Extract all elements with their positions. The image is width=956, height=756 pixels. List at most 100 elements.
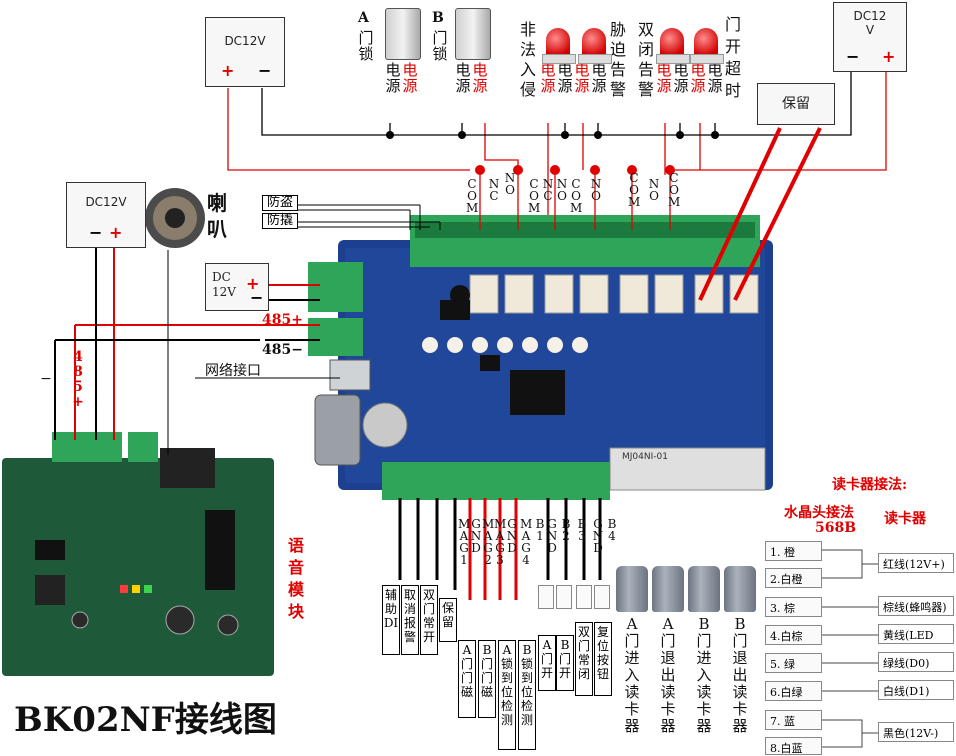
reader-b-in-label: B门进入读卡器 [696, 615, 712, 735]
power-tag-3: 电源 [455, 61, 471, 95]
relay-label: NO [556, 177, 568, 203]
anti-tamper-label: 防撬 [262, 213, 298, 229]
rs485-minus-label: 485− [262, 342, 303, 358]
wire-pin-1: 1. 橙 [765, 541, 822, 561]
reader-a-in-label: A门进入读卡器 [624, 615, 640, 735]
tag-double-close: 双门常闭 [575, 622, 593, 696]
relay-label: NC [488, 177, 500, 203]
speaker-icon [145, 188, 205, 248]
card-reader-icon [688, 566, 720, 612]
plus-sign: + [221, 61, 235, 80]
dc12v-top-right-box: DC12 V − + [833, 2, 907, 72]
lock-a-label: 门锁 [358, 29, 374, 63]
power-tag-4: 电源 [472, 61, 488, 95]
relay-label: COM [466, 177, 479, 215]
relay-label: NO [590, 177, 602, 203]
power-tag-6: 电源 [557, 61, 573, 95]
relay-label: COM [628, 171, 641, 209]
wire-color-red: 红线(12V+) [878, 553, 954, 573]
card-reader-icon [724, 566, 756, 612]
minus-sign: − [258, 61, 272, 80]
button-icon [576, 585, 592, 609]
wire-pin-3: 3. 棕 [765, 597, 822, 617]
bottom-pin: B3 [577, 517, 587, 543]
power-tag-9: 电源 [656, 61, 672, 95]
wire-color-green: 绿线(D0) [878, 652, 954, 672]
power-tag-2: 电源 [402, 61, 418, 95]
wire-pin-2: 2.白橙 [765, 568, 822, 588]
alarm-duress-label: 胁迫告警 [610, 20, 627, 99]
input-aux-di: 辅助DI [382, 585, 400, 655]
plus-sign: + [882, 47, 896, 66]
dc12v-stack-label: DC 12V [212, 270, 236, 299]
relay-label: COM [668, 171, 681, 209]
alarm-light-icon [542, 28, 576, 64]
reader-a-out-label: A门退出读卡器 [660, 615, 676, 735]
input-double-open: 双门常开 [420, 585, 438, 655]
bottom-pin: GND [470, 517, 482, 555]
wire-pin-5: 5. 绿 [765, 653, 822, 673]
button-icon [594, 585, 610, 609]
reader-col-label: 读卡器 [884, 511, 926, 527]
wire-pin-6: 6.白绿 [765, 681, 822, 701]
power-tag-1: 电源 [385, 61, 401, 95]
tag-a-lock-detect: A锁到位检测 [498, 640, 516, 750]
voice-module-label: 语音模块 [287, 536, 304, 621]
dc12v-board-box: DC 12V + − [205, 263, 269, 311]
tag-b-door-sensor: B门门磁 [478, 640, 496, 718]
speaker-label: 喇叭 [207, 191, 227, 241]
bottom-pin: GND [546, 517, 558, 555]
relay-label: COM [570, 177, 583, 215]
tag-reset-button: 复位按钮 [594, 622, 612, 696]
lock-a-icon [385, 8, 421, 60]
wire-color-white: 白线(D1) [878, 680, 954, 700]
input-reserve: 保留 [439, 598, 457, 642]
minus-sign: − [846, 47, 860, 66]
bottom-pin: GND [506, 517, 518, 555]
input-cancel-alarm: 取消报警 [401, 585, 419, 655]
alarm-light-icon [690, 28, 724, 64]
dc12v-label: DC12V [224, 34, 266, 48]
network-port-label: 网络接口 [205, 363, 261, 379]
bottom-pin: MAG4 [520, 517, 533, 567]
rs485-vertical-red: 485+ [72, 349, 84, 410]
lock-a-letter: A [358, 10, 369, 26]
dc12v-voice-box: DC12V − + [66, 182, 146, 248]
bottom-pin: B1 [535, 517, 545, 543]
tag-a-door-sensor: A门门磁 [458, 640, 476, 718]
lock-b-label: 门锁 [432, 29, 448, 63]
alarm-intrusion-label: 非法入侵 [520, 20, 537, 99]
568b-label: 568B [815, 520, 857, 536]
minus-sign: − [89, 223, 103, 242]
bottom-pin: B2 [561, 517, 571, 543]
button-icon [538, 585, 554, 609]
dc12v-split-label: DC12 V [853, 9, 887, 37]
tag-a-door-open: A门开 [538, 635, 556, 691]
alarm-timeout-label: 门开超时 [725, 15, 742, 100]
wire-pin-8: 8.白蓝 [765, 737, 822, 755]
alarm-double-close-label: 双闭告警 [638, 20, 655, 99]
lock-b-letter: B [432, 10, 444, 26]
reserve-box: 保留 [757, 83, 835, 125]
rs485-plus-label: 485+ [262, 312, 303, 328]
card-reader-icon [616, 566, 648, 612]
alarm-light-icon [578, 28, 612, 64]
button-icon [556, 585, 572, 609]
relay-label: COM [528, 177, 541, 215]
wire-color-yellow: 黄线(LED [878, 624, 954, 644]
dc12v-top-left-box: DC12V + − [205, 17, 285, 87]
reader-b-out-label: B门退出读卡器 [732, 615, 748, 735]
power-tag-7: 电源 [574, 61, 590, 95]
bottom-pin: B4 [607, 517, 617, 543]
board-model: MJ04NI-01 [622, 452, 668, 462]
alarm-light-icon [656, 28, 690, 64]
relay-label: NO [648, 177, 660, 203]
bottom-pin: MAG3 [494, 517, 507, 567]
power-tag-5: 电源 [540, 61, 556, 95]
page-title: BK02NF接线图 [14, 700, 277, 740]
wire-pin-7: 7. 蓝 [765, 710, 822, 730]
bottom-pin: GND [592, 517, 604, 555]
tag-b-door-open: B门开 [556, 635, 574, 691]
bottom-pin: MAG1 [458, 517, 471, 567]
